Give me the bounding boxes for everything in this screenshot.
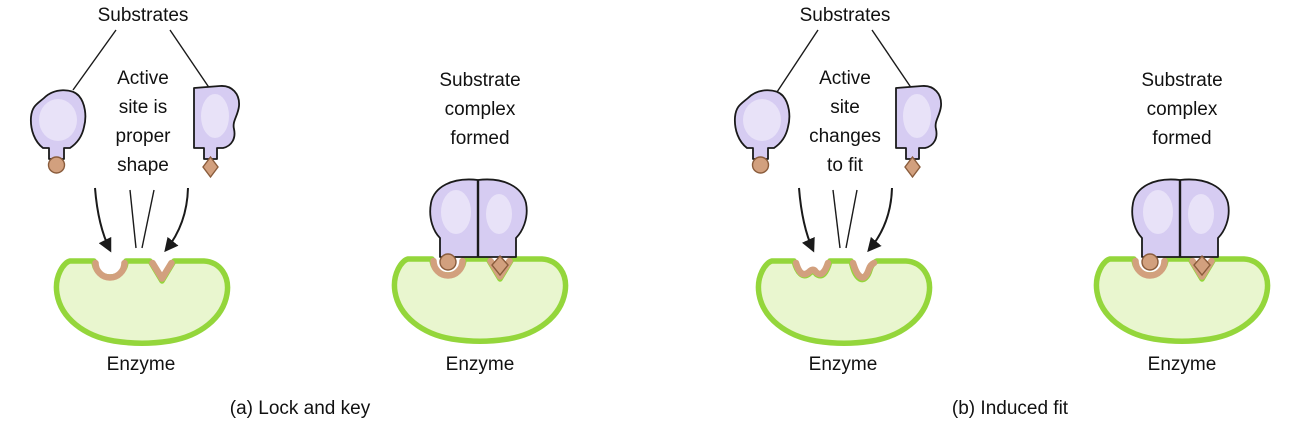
substrates-label: Substrates — [97, 5, 189, 26]
substrates-label: Substrates — [799, 5, 891, 26]
substrates-pointer-line-left — [72, 29, 117, 91]
enzyme-label: Enzyme — [1147, 354, 1217, 375]
active-site-pointer-left — [832, 189, 841, 249]
active-site-pointer-left — [129, 189, 137, 249]
substrate-complex-note: Substrate complex formed — [1141, 70, 1223, 149]
substrate-round-shape — [29, 89, 87, 174]
substrate-complex-shape — [394, 179, 565, 341]
binding-arrow-left — [798, 187, 815, 253]
enzyme-shape — [56, 261, 227, 343]
panel-b-shapes — [733, 29, 1268, 343]
active-site-pointer-right — [845, 189, 858, 249]
panel-a-shapes — [29, 29, 566, 343]
active-site-note: Active site is proper shape — [115, 68, 171, 176]
substrates-pointer-line-left — [776, 29, 819, 93]
binding-arrow-left — [94, 187, 112, 253]
substrate-round-shape — [733, 89, 791, 174]
enzyme-label: Enzyme — [808, 354, 878, 375]
substrate-diamond-shape — [193, 85, 240, 178]
panel-caption: (a) Lock and key — [229, 398, 371, 419]
enzyme-label: Enzyme — [106, 354, 176, 375]
substrate-complex-shape — [1096, 179, 1267, 341]
panel-caption: (b) Induced fit — [951, 398, 1069, 419]
binding-arrow-right — [867, 187, 893, 253]
substrate-complex-note: Substrate complex formed — [439, 70, 521, 149]
substrates-pointer-line-right — [169, 29, 211, 90]
substrate-diamond-shape — [895, 85, 942, 178]
binding-arrow-right — [164, 187, 189, 253]
enzyme-shape — [758, 261, 929, 343]
enzyme-label: Enzyme — [445, 354, 515, 375]
active-site-note: Active site changes to fit — [809, 68, 881, 176]
active-site-pointer-right — [141, 189, 155, 249]
substrates-pointer-line-right — [871, 29, 913, 90]
